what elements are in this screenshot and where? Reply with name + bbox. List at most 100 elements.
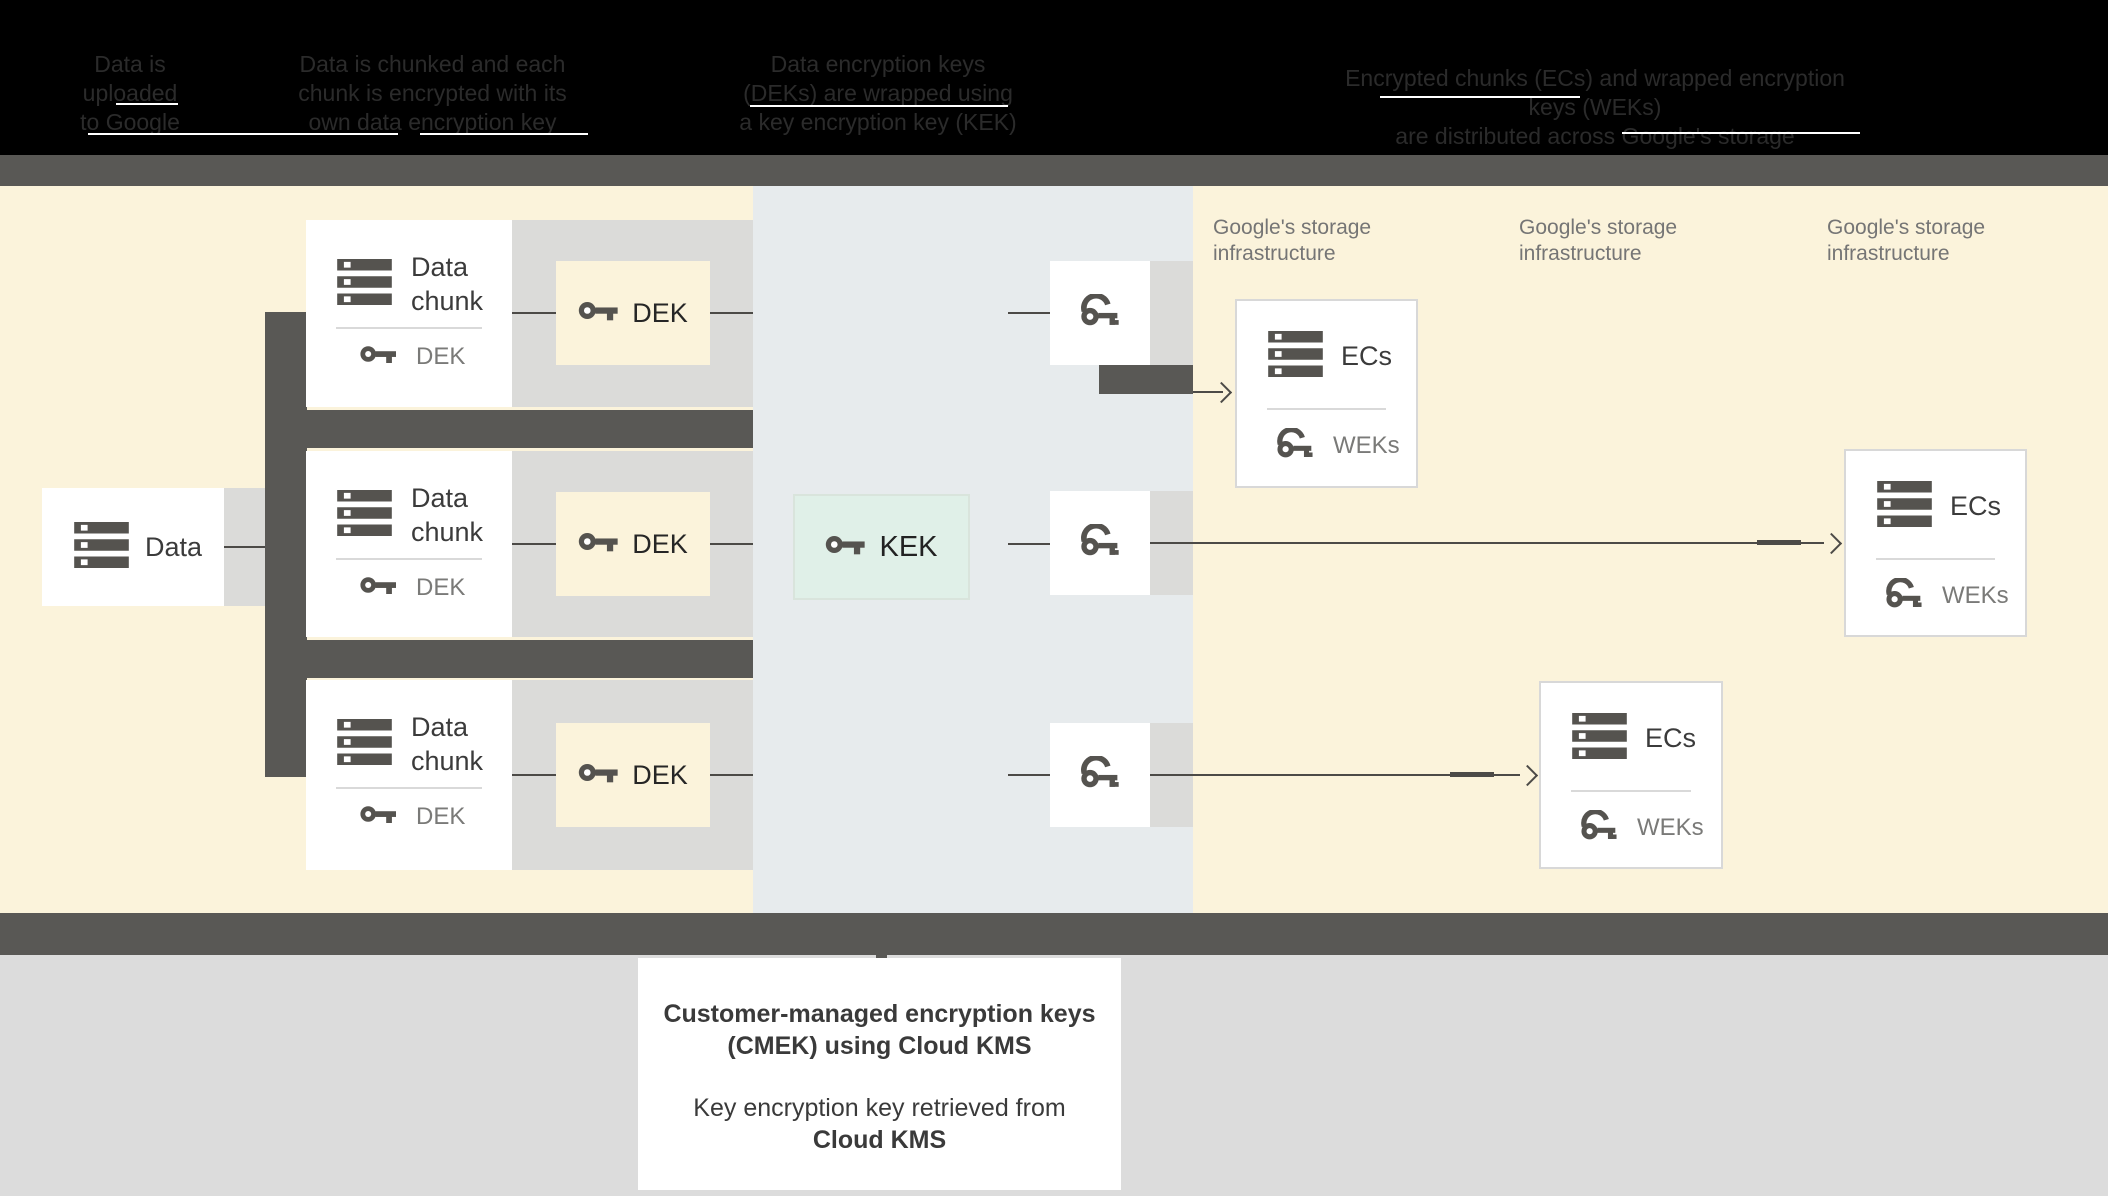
ecs-box: ECs WEKs (1235, 299, 1418, 488)
kek-box: KEK (793, 494, 970, 600)
card-divider (336, 787, 482, 789)
header-step-2: Data is chunked and each chunk is encryp… (285, 50, 580, 137)
header-step-3-line: a key encryption key (KEK) (739, 109, 1017, 135)
caption-subtitle-text: Key encryption key retrieved from (693, 1094, 1066, 1122)
wrapped-key-icon (1079, 292, 1121, 332)
data-box: Data (42, 488, 224, 606)
key-square-shadow (1150, 261, 1193, 365)
wrapped-key-icon (1275, 426, 1315, 464)
dek-box: DEK (556, 261, 710, 365)
dek-box-label: DEK (632, 528, 688, 559)
header-step-3-line: Data encryption keys (770, 51, 986, 77)
header-step-2-line: chunk is encrypted with its (298, 80, 567, 106)
key-icon (360, 342, 396, 371)
chunk-connector-bar (306, 640, 753, 678)
storage-label-line: Google's storage (1827, 216, 1986, 239)
wrapped-key-square (1050, 723, 1150, 827)
server-icon (1267, 331, 1324, 382)
header-step-1: Data is uploaded to Google (55, 50, 205, 137)
key-icon (578, 760, 618, 790)
ecs-box: ECs WEKs (1844, 449, 2027, 637)
glitch-line (750, 105, 1008, 107)
storage-label-line: Google's storage (1213, 216, 1372, 239)
dek-box: DEK (556, 723, 710, 827)
server-icon (1876, 481, 1933, 532)
key-icon (578, 298, 618, 328)
connector-dek-to-kms (710, 774, 753, 776)
ecs-title: ECs (1341, 341, 1393, 371)
wrapped-key-square (1050, 491, 1150, 595)
ecs-key-label: WEKs (1942, 582, 2009, 609)
connector-dek-to-kms (710, 312, 753, 314)
glitch-line (116, 103, 178, 105)
dek-box: DEK (556, 492, 710, 596)
bundle-bar (1099, 365, 1193, 394)
data-chunk-title: Data chunk (411, 483, 484, 547)
data-chunk-title: Data chunk (411, 252, 484, 316)
wrapped-key-icon (1079, 754, 1121, 794)
card-divider (336, 327, 482, 329)
storage-label-line: infrastructure (1213, 242, 1336, 265)
ecs-key-label: WEKs (1333, 432, 1400, 459)
card-divider (1267, 408, 1386, 410)
header-step-3-line: (DEKs) are wrapped using (743, 80, 1013, 106)
key-icon (360, 573, 396, 602)
caption-box: Customer-managed encryption keys (CMEK) … (638, 958, 1121, 1190)
data-chunk-card: Data chunk DEK (306, 451, 512, 637)
connector-chunk-to-dek (512, 774, 557, 776)
card-key-label: DEK (416, 342, 466, 370)
data-chunk-card: Data chunk DEK (306, 680, 512, 870)
top-separator-bar (0, 155, 2108, 186)
header-black-band (0, 0, 2108, 155)
kek-box-label: KEK (879, 530, 938, 563)
dek-box-label: DEK (632, 759, 688, 790)
chunk-connector-column (265, 312, 307, 777)
ecs-key-label: WEKs (1637, 814, 1704, 841)
storage-label: Google's storage infrastructure (1827, 215, 2007, 267)
key-icon (578, 529, 618, 559)
arrow-overlap-segment (1757, 540, 1801, 545)
card-divider (1876, 558, 1995, 560)
header-step-3: Data encryption keys (DEKs) are wrapped … (733, 50, 1023, 137)
ecs-box: ECs WEKs (1539, 681, 1723, 869)
wrapped-key-icon (1884, 576, 1924, 614)
dek-box-label: DEK (632, 297, 688, 328)
header-step-1-line: uploaded (82, 80, 178, 106)
caption-connector-tick (876, 950, 887, 960)
glitch-line (420, 133, 588, 135)
arrow-to-ecs (1193, 391, 1223, 393)
connector-dek-to-kms (710, 543, 753, 545)
wrapped-key-square (1050, 261, 1150, 365)
header-step-4-line: Encrypted chunks (ECs) and wrapped encry… (1345, 65, 1845, 120)
arrow-overlap-segment (1450, 772, 1494, 777)
glitch-line (1622, 132, 1860, 134)
wrapped-key-icon (1579, 808, 1619, 846)
header-step-1-line: Data is (94, 51, 166, 77)
connector-to-wrapped-key (1008, 312, 1050, 314)
ecs-title: ECs (1645, 723, 1697, 753)
chunk-connector-bar (306, 410, 753, 448)
key-icon (360, 802, 396, 831)
caption-subtitle-bold: Cloud KMS (812, 1126, 947, 1154)
card-divider (336, 558, 482, 560)
ecs-title: ECs (1950, 491, 2002, 521)
header-step-2-line: own data encryption key (308, 109, 557, 135)
storage-label-line: Google's storage (1519, 216, 1678, 239)
header-step-1-line: to Google (80, 109, 180, 135)
server-icon (336, 489, 393, 541)
card-divider (1571, 790, 1691, 792)
glitch-line (1380, 96, 1580, 98)
data-box-label: Data (145, 531, 203, 562)
connector-data-to-column (224, 546, 265, 548)
storage-label: Google's storage infrastructure (1213, 215, 1393, 267)
card-key-label: DEK (416, 573, 466, 601)
server-icon (1571, 713, 1628, 764)
connector-chunk-to-dek (512, 312, 557, 314)
storage-label: Google's storage infrastructure (1519, 215, 1699, 267)
data-chunk-title: Data chunk (411, 712, 484, 776)
arrow-to-ecs (1150, 774, 1520, 776)
caption-subtitle: Key encryption key retrieved from Cloud … (660, 1092, 1099, 1156)
server-icon (336, 258, 393, 310)
header-step-2-line: Data is chunked and each (299, 51, 566, 77)
